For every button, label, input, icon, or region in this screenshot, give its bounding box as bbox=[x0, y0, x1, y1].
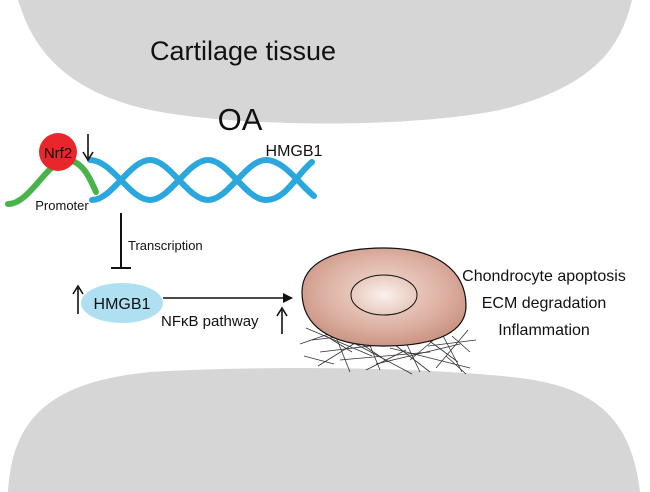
cartilage-bottom-shape bbox=[8, 368, 640, 492]
outcome-item: Chondrocyte apoptosis bbox=[462, 268, 626, 285]
protein-up-arrow-icon bbox=[72, 284, 84, 314]
dna-strand-blue-2 bbox=[89, 156, 317, 204]
pathway-up-arrow-icon bbox=[276, 306, 288, 334]
tissue-label: Cartilage tissue bbox=[150, 36, 336, 66]
outcome-item: Inflammation bbox=[498, 322, 590, 339]
inhibition-line bbox=[111, 213, 131, 269]
disease-label: OA bbox=[218, 102, 263, 137]
outcomes-list: Chondrocyte apoptosis ECM degradation In… bbox=[462, 268, 626, 339]
pathway-label: NFκB pathway bbox=[161, 313, 259, 330]
nrf2-label: Nrf2 bbox=[44, 145, 72, 162]
outcome-item: ECM degradation bbox=[482, 295, 607, 312]
protein-label: HMGB1 bbox=[94, 296, 151, 313]
dna-strand-blue-1 bbox=[87, 156, 315, 204]
promoter-label: Promoter bbox=[35, 198, 89, 213]
gene-label: HMGB1 bbox=[266, 143, 323, 160]
hmgb1-protein-node bbox=[81, 283, 163, 323]
nrf2-node bbox=[39, 133, 77, 171]
nrf2-down-arrow-icon bbox=[82, 134, 94, 162]
chondrocyte-nucleus bbox=[350, 274, 418, 316]
cartilage-top-shape bbox=[18, 0, 632, 124]
transcription-label: Transcription bbox=[128, 238, 203, 253]
